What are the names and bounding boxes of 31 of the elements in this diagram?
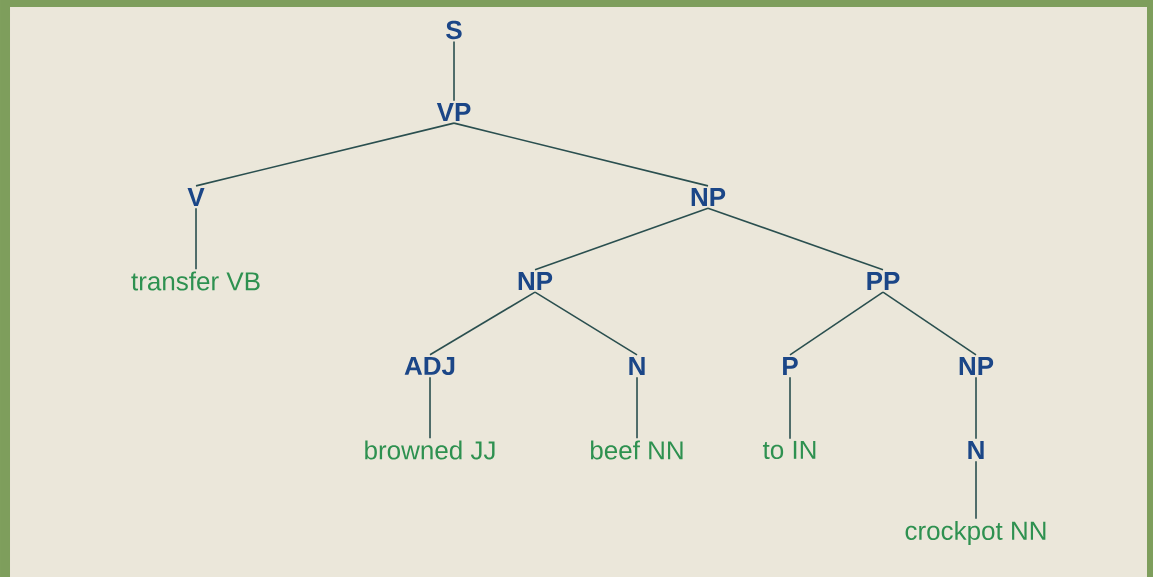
tree-branch (636, 376, 638, 440)
category-label: S (446, 20, 462, 40)
tree-branch (453, 40, 455, 102)
tree-branch (707, 207, 884, 271)
tree-branch (453, 122, 709, 187)
category-label: ADJ (404, 356, 455, 376)
word-label: beef NN (591, 440, 683, 460)
category-label: PP (867, 272, 900, 290)
category-label: P (783, 357, 798, 375)
tree-branch (195, 207, 197, 271)
category-label: NP (518, 272, 553, 290)
tree-branch (789, 291, 884, 356)
tree-branch (882, 291, 977, 356)
tree-branch (429, 376, 431, 440)
tree-branch (534, 291, 638, 356)
tree-branch (975, 460, 977, 520)
category-label: NP (959, 357, 994, 375)
category-label: V (187, 188, 205, 206)
category-label: VP (436, 103, 471, 121)
tree-branch (195, 122, 455, 187)
tree-branch (534, 207, 709, 271)
tree-branch (429, 291, 536, 356)
word-label: crockpot NN (905, 520, 1046, 546)
category-label: N (968, 441, 984, 459)
word-label: to IN (762, 440, 816, 460)
word-label: browned JJ (365, 440, 495, 460)
category-label: NP (691, 188, 726, 206)
tree-branch (789, 376, 791, 440)
word-label: transfer VB (131, 271, 260, 291)
category-label: N (629, 357, 645, 375)
tree-branch (975, 376, 977, 440)
